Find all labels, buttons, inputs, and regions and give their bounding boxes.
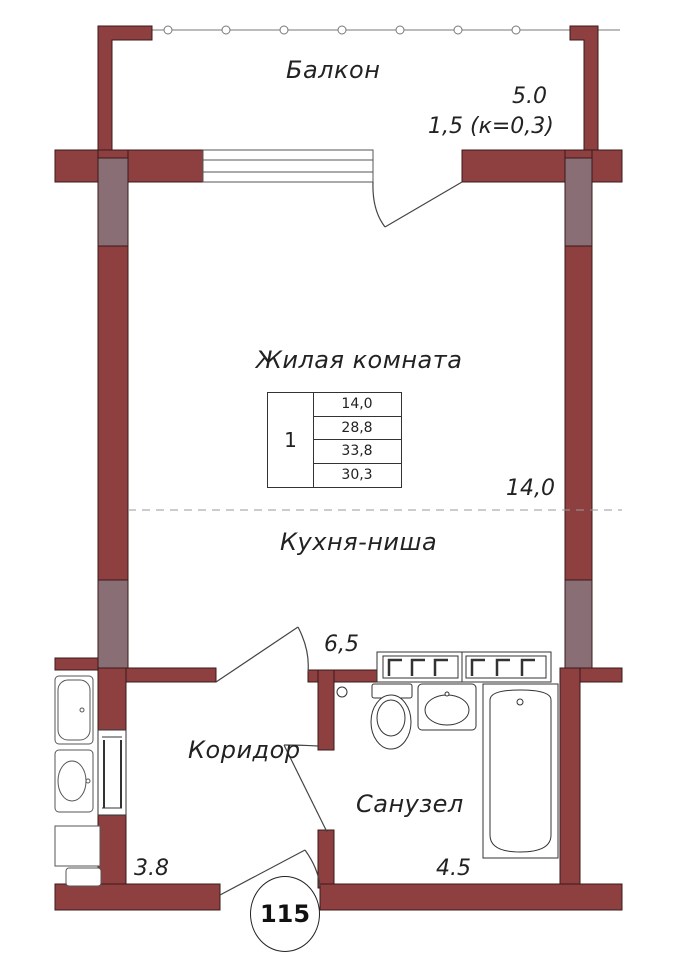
balcony-label: Балкон: [286, 56, 381, 84]
walls: [54, 25, 623, 911]
kitchen-label: Кухня-ниша: [280, 528, 438, 556]
doors: [215, 181, 463, 896]
living-room-area: 14,0: [506, 476, 555, 501]
rooms-count: 1: [268, 393, 314, 487]
balcony-area: 5.0: [512, 84, 547, 109]
summary-value: 14,0: [313, 393, 401, 417]
area-summary-table: 1 14,0 28,8 33,8 30,3: [267, 392, 402, 488]
corridor-cabinet: [97, 729, 127, 816]
kitchen-area: 6,5: [324, 632, 359, 657]
bathroom-label: Санузел: [356, 790, 464, 818]
corridor-label: Коридор: [188, 736, 301, 764]
bathroom-area: 4.5: [436, 856, 471, 881]
summary-value: 30,3: [341, 467, 373, 484]
balcony-railing: [150, 25, 620, 35]
apartment-number-badge: 115: [250, 876, 320, 952]
kitchen-counter: [376, 651, 552, 683]
balcony-area-note: 1,5 (к=0,3): [428, 114, 554, 139]
summary-value: 33,8: [313, 440, 401, 464]
corridor-area: 3.8: [134, 856, 169, 881]
living-room-label: Жилая комната: [256, 346, 463, 374]
summary-value: 28,8: [313, 417, 401, 440]
balcony-door-frame: [202, 149, 374, 183]
neighbor-fixtures: [54, 675, 102, 887]
bathroom-fixtures: [336, 683, 559, 859]
columns: [97, 157, 593, 669]
